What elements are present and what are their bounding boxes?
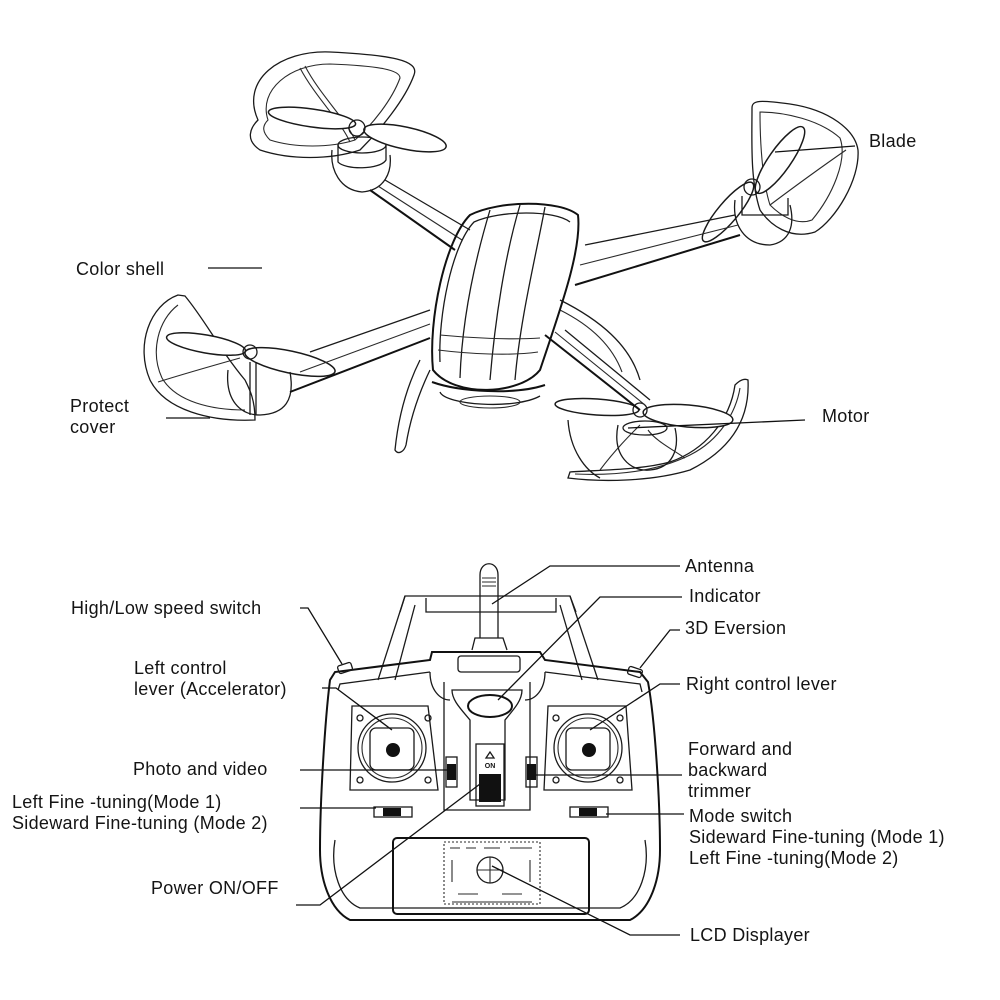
blade-left xyxy=(165,331,336,378)
label-mode-switch-line-1: Mode switch xyxy=(689,806,793,826)
power-switch: ON xyxy=(475,743,505,807)
label-indicator: Indicator xyxy=(689,586,761,606)
label-protect-cover-line-2: cover xyxy=(70,417,116,437)
label-protect-cover: Protect cover xyxy=(70,396,129,438)
photo-video-trimmer xyxy=(445,756,458,788)
landing-leg-right xyxy=(559,299,641,479)
label-blade: Blade xyxy=(869,131,917,151)
propeller-guard-left xyxy=(143,294,256,421)
blade-top-right xyxy=(701,125,806,243)
left-fine-tuning-trimmer xyxy=(373,806,413,818)
drone-callouts xyxy=(166,145,856,429)
label-color-shell: Color shell xyxy=(76,259,165,279)
mode-switch-trimmer xyxy=(569,806,609,818)
drone-illustration xyxy=(143,51,859,482)
label-forward-backward-trimmer-line-1: Forward and xyxy=(688,739,793,759)
left-control-lever xyxy=(349,705,439,791)
label-forward-backward-trimmer-line-2: backward xyxy=(688,760,768,780)
label-mode-switch: Mode switch Sideward Fine-tuning (Mode 1… xyxy=(689,806,945,869)
motor-top-right xyxy=(733,196,793,246)
landing-leg-left xyxy=(394,359,431,454)
label-left-control-lever: Left control lever (Accelerator) xyxy=(134,658,287,700)
arm-left xyxy=(289,337,431,393)
blade-bottom-right xyxy=(554,397,734,429)
label-forward-backward-trimmer-line-3: trimmer xyxy=(688,781,752,801)
label-high-low-speed-switch: High/Low speed switch xyxy=(71,598,262,618)
indicator-light xyxy=(467,694,513,718)
controller-illustration: ON xyxy=(318,563,662,921)
controller-callouts xyxy=(296,565,684,936)
label-left-fine-tuning: Left Fine -tuning(Mode 1) Sideward Fine-… xyxy=(12,792,268,834)
label-left-fine-tuning-line-1: Left Fine -tuning(Mode 1) xyxy=(12,792,222,812)
label-mode-switch-line-2: Sideward Fine-tuning (Mode 1) xyxy=(689,827,945,847)
label-power-on-off: Power ON/OFF xyxy=(151,878,279,898)
high-low-speed-switch xyxy=(336,661,354,675)
right-control-lever xyxy=(543,705,633,791)
label-left-fine-tuning-line-2: Sideward Fine-tuning (Mode 2) xyxy=(12,813,268,833)
label-lcd-displayer: LCD Displayer xyxy=(690,925,810,945)
label-motor: Motor xyxy=(822,406,870,426)
label-antenna: Antenna xyxy=(685,556,755,576)
power-switch-on-text: ON xyxy=(485,763,496,770)
label-photo-and-video: Photo and video xyxy=(133,759,268,779)
motor-bottom-right xyxy=(616,420,678,471)
antenna xyxy=(471,563,508,651)
label-forward-backward-trimmer: Forward and backward trimmer xyxy=(688,739,792,802)
controller-body xyxy=(318,651,662,921)
eversion-3d-button xyxy=(626,665,644,679)
label-mode-switch-line-3: Left Fine -tuning(Mode 2) xyxy=(689,848,899,868)
color-shell xyxy=(431,202,580,409)
forward-backward-trimmer xyxy=(525,756,538,788)
label-left-control-lever-line-1: Left control xyxy=(134,658,227,678)
label-3d-eversion: 3D Eversion xyxy=(685,618,787,638)
propeller-guard-bottom-right xyxy=(567,378,749,482)
arm-top-right xyxy=(574,234,741,286)
label-left-control-lever-line-2: lever (Accelerator) xyxy=(134,679,287,699)
label-right-control-lever: Right control lever xyxy=(686,674,837,694)
label-protect-cover-line-1: Protect xyxy=(70,396,130,416)
blade-top-left xyxy=(267,106,447,153)
lcd-display xyxy=(392,837,590,915)
motor-left xyxy=(226,362,292,416)
motor-top-left xyxy=(331,136,391,193)
arm-bottom-right xyxy=(544,334,641,411)
arm-top-left xyxy=(369,189,456,251)
propeller-guard-top-left xyxy=(249,51,416,159)
